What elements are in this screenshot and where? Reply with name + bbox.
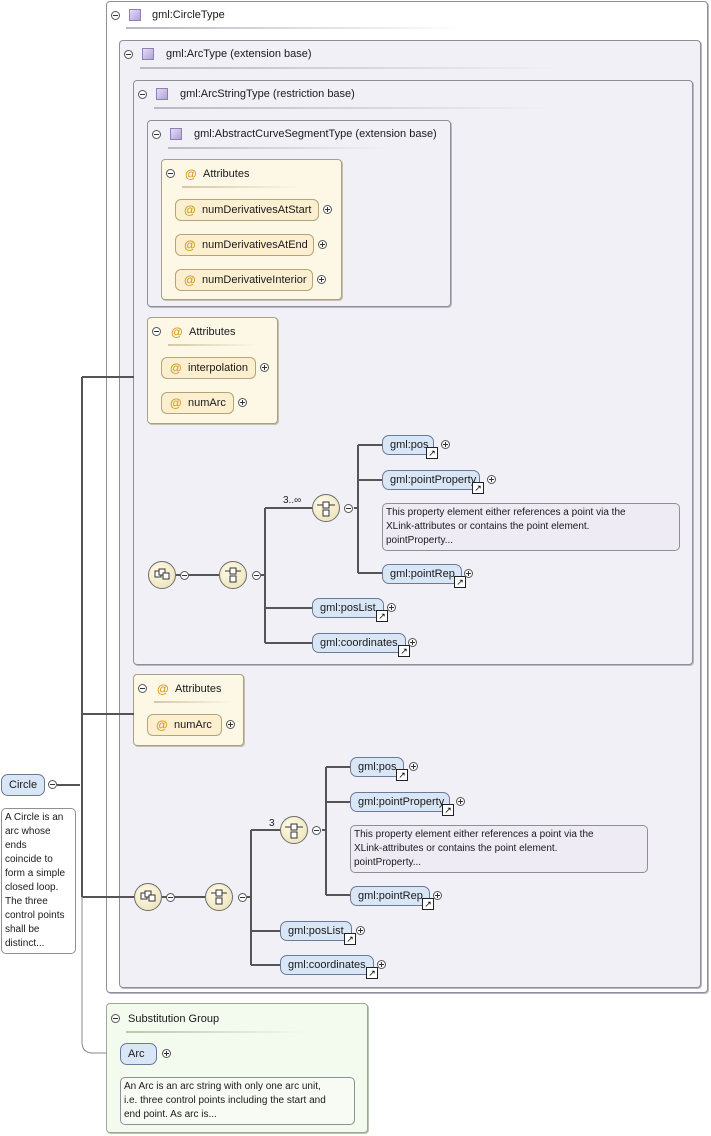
complex-type-icon bbox=[142, 48, 154, 60]
substitution-group-title: Substitution Group bbox=[128, 1013, 220, 1025]
expand-icon[interactable] bbox=[387, 603, 396, 612]
element-gml-point-property[interactable]: gml:pointProperty bbox=[382, 470, 484, 494]
attribute-icon: @ bbox=[170, 396, 182, 410]
element-gml-point-property[interactable]: gml:pointProperty bbox=[350, 792, 454, 816]
expand-icon[interactable] bbox=[226, 720, 235, 729]
expand-icon[interactable] bbox=[318, 240, 327, 249]
collapse-icon[interactable] bbox=[111, 1014, 120, 1023]
attribute-name: numArc bbox=[188, 397, 226, 409]
attribute-icon: @ bbox=[156, 718, 168, 732]
element-gml-pos-list[interactable]: gml:posList bbox=[280, 921, 356, 945]
expand-icon[interactable] bbox=[377, 960, 386, 969]
collapse-icon[interactable] bbox=[180, 571, 189, 580]
sequence-icon[interactable] bbox=[134, 883, 162, 911]
complex-type-icon bbox=[170, 128, 182, 140]
attribute-interpolation[interactable]: @ interpolation bbox=[161, 357, 256, 379]
expand-icon[interactable] bbox=[162, 1049, 171, 1058]
attribute-name: numDerivativesAtEnd bbox=[202, 239, 308, 251]
circle-type-title: gml:CircleType bbox=[152, 9, 225, 21]
attribute-name: numDerivativesAtStart bbox=[202, 204, 312, 216]
attributes-title: Attributes bbox=[203, 168, 250, 180]
expand-icon[interactable] bbox=[409, 762, 418, 771]
header-divider bbox=[182, 186, 302, 188]
expand-icon[interactable] bbox=[441, 440, 450, 449]
sequence-icon[interactable] bbox=[205, 883, 233, 911]
attribute-num-arc[interactable]: @ numArc bbox=[161, 392, 234, 414]
element-arc[interactable]: Arc bbox=[120, 1043, 157, 1065]
expand-icon[interactable] bbox=[260, 363, 269, 372]
attributes-title: Attributes bbox=[175, 683, 222, 695]
point-property-doc: This property element either references … bbox=[382, 503, 680, 551]
collapse-icon[interactable] bbox=[344, 504, 353, 513]
element-gml-point-rep[interactable]: gml:pointRep bbox=[350, 886, 434, 910]
expand-icon[interactable] bbox=[433, 891, 442, 900]
collapse-icon[interactable] bbox=[138, 90, 147, 99]
attribute-icon: @ bbox=[171, 325, 183, 339]
collapse-icon[interactable] bbox=[138, 684, 147, 693]
element-gml-pos[interactable]: gml:pos bbox=[382, 435, 438, 459]
attribute-icon: @ bbox=[184, 238, 196, 252]
arc-string-type-title: gml:ArcStringType (restriction base) bbox=[180, 88, 355, 100]
sequence-icon[interactable] bbox=[148, 561, 176, 589]
header-divider bbox=[126, 27, 466, 29]
attributes-title: Attributes bbox=[189, 326, 236, 338]
expand-icon[interactable] bbox=[464, 569, 473, 578]
element-gml-pos-list[interactable]: gml:posList bbox=[312, 598, 388, 622]
attribute-icon: @ bbox=[184, 203, 196, 217]
element-gml-point-rep[interactable]: gml:pointRep bbox=[382, 564, 466, 588]
attribute-icon: @ bbox=[170, 361, 182, 375]
expand-icon[interactable] bbox=[323, 205, 332, 214]
attribute-num-derivative-interior[interactable]: @ numDerivativeInterior bbox=[175, 269, 313, 291]
attribute-num-derivatives-at-end[interactable]: @ numDerivativesAtEnd bbox=[175, 234, 314, 256]
attribute-name: interpolation bbox=[188, 362, 248, 374]
complex-type-icon bbox=[156, 88, 168, 100]
collapse-icon[interactable] bbox=[48, 780, 57, 789]
collapse-icon[interactable] bbox=[152, 130, 161, 139]
element-gml-coordinates[interactable]: gml:coordinates bbox=[312, 633, 410, 657]
header-divider bbox=[154, 701, 234, 703]
attribute-icon: @ bbox=[185, 167, 197, 181]
collapse-icon[interactable] bbox=[152, 327, 161, 336]
attribute-icon: @ bbox=[157, 682, 169, 696]
abstract-curve-segment-type-title: gml:AbstractCurveSegmentType (extension … bbox=[194, 128, 437, 140]
expand-icon[interactable] bbox=[238, 398, 247, 407]
header-divider bbox=[126, 1031, 306, 1033]
collapse-icon[interactable] bbox=[252, 571, 261, 580]
point-property-doc: This property element either references … bbox=[350, 825, 648, 873]
collapse-icon[interactable] bbox=[124, 50, 133, 59]
circle-doc: A Circle is an arc whose ends coincide t… bbox=[1, 808, 76, 954]
attribute-num-derivatives-at-start[interactable]: @ numDerivativesAtStart bbox=[175, 199, 319, 221]
choice-icon[interactable] bbox=[312, 494, 340, 522]
header-divider bbox=[168, 147, 388, 149]
attribute-name: numDerivativeInterior bbox=[202, 274, 307, 286]
header-divider bbox=[154, 107, 554, 109]
collapse-icon[interactable] bbox=[166, 893, 175, 902]
collapse-icon[interactable] bbox=[166, 169, 175, 178]
expand-icon[interactable] bbox=[456, 797, 465, 806]
root-element-circle[interactable]: Circle bbox=[1, 774, 45, 796]
element-gml-pos[interactable]: gml:pos bbox=[350, 757, 408, 781]
expand-icon[interactable] bbox=[317, 275, 326, 284]
attribute-num-arc[interactable]: @ numArc bbox=[147, 714, 222, 736]
attribute-name: numArc bbox=[174, 719, 212, 731]
collapse-icon[interactable] bbox=[111, 11, 120, 20]
collapse-icon[interactable] bbox=[312, 826, 321, 835]
expand-icon[interactable] bbox=[408, 638, 417, 647]
arc-type-title: gml:ArcType (extension base) bbox=[166, 48, 312, 60]
occurrence-label: 3 bbox=[269, 818, 275, 829]
sequence-icon[interactable] bbox=[219, 561, 247, 589]
attribute-icon: @ bbox=[184, 273, 196, 287]
header-divider bbox=[168, 344, 258, 346]
choice-icon[interactable] bbox=[280, 816, 308, 844]
complex-type-icon bbox=[129, 9, 141, 21]
arc-doc: An Arc is an arc string with only one ar… bbox=[120, 1077, 355, 1125]
expand-icon[interactable] bbox=[487, 475, 496, 484]
header-divider bbox=[140, 67, 560, 69]
collapse-icon[interactable] bbox=[238, 893, 247, 902]
occurrence-label: 3..∞ bbox=[283, 495, 302, 506]
element-gml-coordinates[interactable]: gml:coordinates bbox=[280, 955, 378, 979]
expand-icon[interactable] bbox=[356, 926, 365, 935]
